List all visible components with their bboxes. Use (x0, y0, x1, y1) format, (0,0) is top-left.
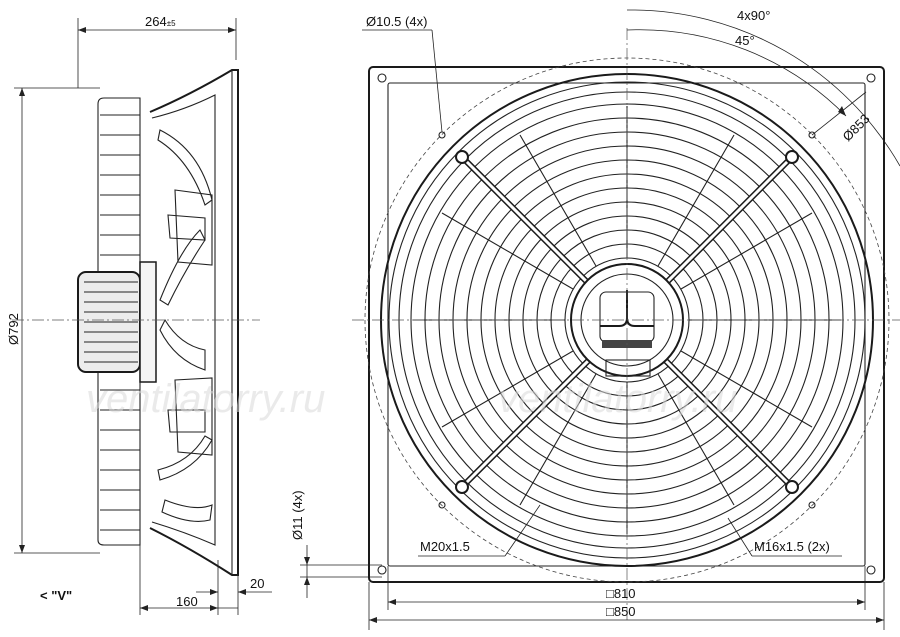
corner-hole-diameter-label: Ø11 (4x) (290, 490, 305, 540)
watermark-left: ventilatorry.ru (86, 377, 325, 421)
blades-side (157, 129, 213, 522)
thread-label-m16: M16x1.5 (2x) (754, 539, 830, 554)
angle-label-45: 45° (735, 33, 755, 48)
side-view: 264±5 Ø792 (6, 14, 272, 615)
guard-offset-label: 160 (176, 594, 198, 609)
thread-label-m20: M20x1.5 (420, 539, 470, 554)
flange-thickness-label: 20 (250, 576, 264, 591)
bolt-circle-diameter-label: Ø853 (840, 111, 873, 144)
outer-width-label: □850 (606, 604, 636, 619)
bolt-circle-holes (438, 131, 816, 509)
guard-rings (100, 114, 140, 531)
front-view: 4x90° 45° Ø853 Ø10.5 (4x) Ø11 (4x) M20x1… (290, 8, 900, 630)
mounting-plate (368, 66, 885, 583)
depth-dimension-label: 264±5 (145, 14, 176, 29)
angle-label-4x90: 4x90° (737, 8, 770, 23)
diameter-dimension-label: Ø792 (6, 313, 21, 345)
inner-width-label: □810 (606, 586, 636, 601)
hole-diameter-label: Ø10.5 (4x) (366, 14, 427, 29)
watermark-right: ventilatorry.ru (498, 377, 737, 421)
view-marker: < "V" (40, 588, 72, 603)
corner-holes (377, 73, 876, 575)
motor (77, 261, 157, 383)
